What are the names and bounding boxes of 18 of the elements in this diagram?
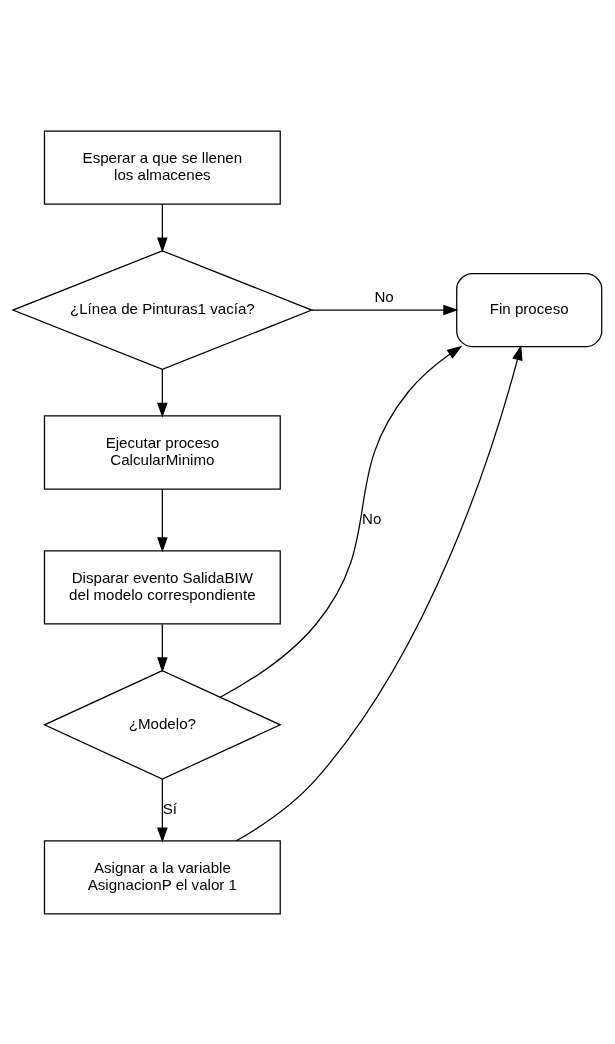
edge-label: No — [374, 287, 394, 305]
arrow — [157, 623, 168, 672]
node-box: Ejecutar proceso CalcularMinimo — [43, 414, 281, 490]
edge-label: Sí — [162, 799, 178, 817]
arrow — [157, 488, 168, 552]
node-diamond: ¿Modelo? — [42, 669, 282, 780]
node-diamond: ¿Línea de Pinturas1 vacía? — [11, 249, 314, 370]
arrow — [310, 304, 459, 315]
arrow — [157, 368, 168, 418]
edge-label: No — [361, 509, 382, 527]
node-box: Disparar evento SalidaBIW del modelo correspondiente — [43, 549, 281, 625]
arrow — [219, 345, 463, 698]
node-box: Asignar a la variable AsignacionP el valor 1 — [43, 839, 281, 915]
arrow — [235, 344, 523, 841]
arrow — [157, 203, 168, 253]
node-box: Fin proceso — [456, 272, 603, 347]
node-box: Esperar a que se llenen los almacenes — [43, 129, 281, 205]
arrow — [157, 778, 168, 843]
